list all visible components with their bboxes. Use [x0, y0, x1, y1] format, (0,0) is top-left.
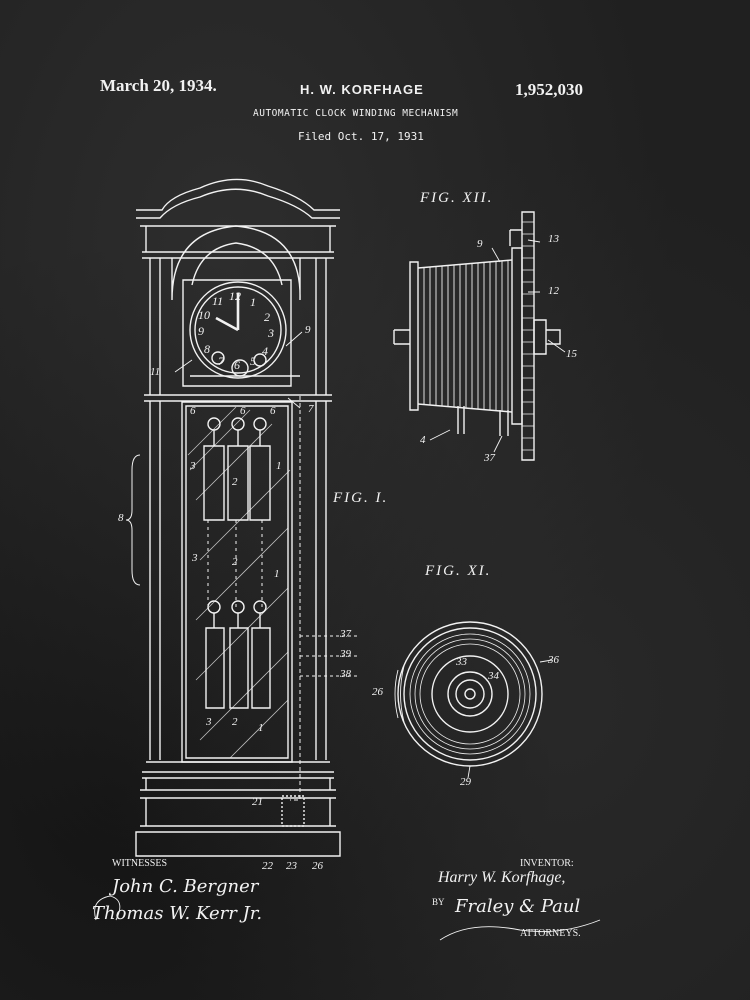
ref-numeral: 3	[206, 716, 212, 728]
dial-numeral: 4	[262, 344, 268, 358]
ref-numeral: 13	[548, 233, 559, 245]
ref-numeral: 1	[258, 722, 264, 734]
ref-numeral: 38	[340, 668, 351, 680]
inventor-label: INVENTOR:	[520, 858, 574, 869]
dial-numeral: 12	[229, 289, 241, 303]
ref-numeral: 22	[262, 860, 273, 872]
ref-numeral: 6	[240, 405, 246, 417]
ref-numeral: 33	[456, 656, 467, 668]
ref-numeral: 26	[372, 686, 383, 698]
dial-numeral: 2	[264, 310, 270, 324]
ref-numeral: 2	[232, 476, 238, 488]
dial-numeral: 3	[268, 326, 274, 340]
ref-numeral: 37	[484, 452, 495, 464]
ref-numeral: 11	[150, 366, 161, 378]
attorney-signature: Fraley & Paul	[455, 896, 581, 917]
ref-numeral: 6	[190, 405, 196, 417]
inventor-signature: Harry W. Korfhage,	[438, 869, 566, 886]
patent-number: 1,952,030	[515, 80, 583, 99]
figure-label-12: FIG. XII.	[420, 190, 494, 206]
dial-numeral: 6	[234, 358, 240, 372]
ref-numeral: 37	[340, 628, 351, 640]
witness-signature-2: Thomas W. Kerr Jr.	[92, 903, 263, 924]
ref-numeral: 36	[548, 654, 559, 666]
ref-numeral: 3	[190, 460, 196, 472]
filed-date: Filed Oct. 17, 1931	[298, 130, 424, 143]
drum-end-view-drawing	[395, 622, 552, 778]
ref-numeral: 12	[548, 285, 559, 297]
witnesses-label: WITNESSES	[112, 858, 167, 869]
ref-numeral: 29	[460, 776, 471, 788]
ref-numeral: 7	[308, 403, 314, 415]
ref-numeral: 39	[340, 648, 351, 660]
figure-label-11: FIG. XI.	[425, 563, 492, 579]
ref-numeral: 26	[312, 860, 323, 872]
patent-date: March 20, 1934.	[100, 76, 217, 95]
ref-numeral: 1	[276, 460, 282, 472]
dial-numeral: 1	[250, 295, 256, 309]
dial-numeral: 9	[198, 324, 204, 338]
grandfather-clock-drawing	[126, 179, 358, 856]
patent-title: AUTOMATIC CLOCK WINDING MECHANISM	[253, 108, 459, 119]
dial-numeral: 7	[218, 354, 224, 368]
dial-numeral: 5	[250, 354, 256, 368]
dial-numeral: 11	[212, 294, 224, 308]
ref-numeral: 15	[566, 348, 577, 360]
ref-numeral: 2	[232, 556, 238, 568]
ref-numeral: 23	[286, 860, 297, 872]
dial-numeral: 8	[204, 342, 210, 356]
ref-numeral: 3	[192, 552, 198, 564]
ref-numeral: 1	[274, 568, 280, 580]
ref-numeral: 6	[270, 405, 276, 417]
attorneys-label: ATTORNEYS.	[520, 928, 581, 939]
ref-numeral: 9	[305, 324, 311, 336]
ref-numeral: 21	[252, 796, 263, 808]
ref-numeral: 4	[420, 434, 426, 446]
ref-numeral: 9	[477, 238, 483, 250]
dial-numeral: 10	[198, 308, 210, 322]
by-label: BY	[432, 897, 445, 907]
inventor-header: H. W. KORFHAGE	[300, 82, 424, 97]
ref-numeral: 34	[488, 670, 499, 682]
ref-numeral: 8	[118, 512, 124, 524]
drum-side-view-drawing	[394, 212, 565, 460]
witness-signature-1: John C. Bergner	[112, 876, 259, 897]
figure-label-1: FIG. I.	[333, 490, 389, 506]
ref-numeral: 2	[232, 716, 238, 728]
